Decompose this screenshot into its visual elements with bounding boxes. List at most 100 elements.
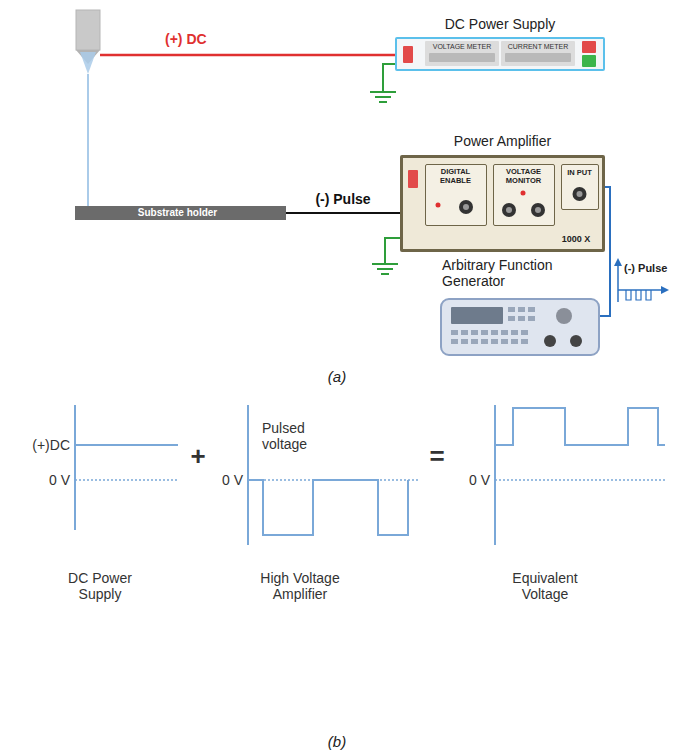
pulse-icon-train	[626, 290, 651, 300]
ground-symbol	[372, 264, 398, 274]
panel-letter: (a)	[317, 368, 357, 385]
device-title: Arbitrary Function Generator	[442, 257, 582, 289]
axis-value: (+)DC	[10, 437, 70, 453]
graph-caption: Equivalent Voltage	[499, 570, 591, 602]
graph-caption: High Voltage Amplifier	[244, 570, 356, 602]
power-switch	[403, 46, 413, 63]
key	[508, 316, 515, 321]
ground-symbol	[370, 92, 396, 102]
key	[518, 316, 525, 321]
jack-hole	[506, 207, 512, 213]
jack-hole	[463, 204, 469, 210]
voltage-meter	[425, 41, 499, 66]
key	[518, 307, 525, 312]
key	[511, 339, 518, 344]
operator: =	[422, 442, 452, 472]
axis-value: 0 V	[203, 472, 243, 488]
pulse-icon-arrow	[661, 286, 669, 294]
enable-panel: DIGITAL ENABLE	[425, 164, 487, 226]
power-switch	[408, 170, 418, 188]
jack	[544, 335, 556, 347]
device-details	[397, 39, 603, 69]
meter-label: VOLTAGE METER	[425, 43, 499, 51]
key	[461, 330, 468, 335]
pulse-icon-arrow	[614, 258, 622, 266]
gain-label: 1000 X	[553, 234, 599, 244]
knob	[556, 308, 572, 324]
key	[481, 339, 488, 344]
key	[471, 339, 478, 344]
function-generator: Arbitrary Function Generator	[440, 298, 600, 356]
key	[481, 330, 488, 335]
axis	[494, 405, 496, 545]
jack	[573, 187, 587, 201]
axis	[74, 405, 76, 530]
pulse-waveform	[248, 480, 408, 535]
pulse-icon-axis	[617, 262, 619, 302]
power-supply: DC Power SupplyVOLTAGE METERCURRENT METE…	[395, 37, 605, 71]
key	[451, 330, 458, 335]
signal-label: (-) Pulse	[624, 262, 674, 275]
display	[451, 307, 503, 324]
jack-hole	[577, 191, 583, 197]
graph-caption: DC Power Supply	[54, 570, 146, 602]
jack	[502, 203, 516, 217]
pulse-wire	[286, 212, 400, 214]
axis	[247, 405, 249, 545]
key	[521, 339, 528, 344]
key	[501, 330, 508, 335]
jack	[570, 335, 582, 347]
dc-level	[75, 444, 178, 446]
panel-label: DIGITAL ENABLE	[429, 168, 482, 185]
trace-label: Pulsed voltage	[262, 420, 334, 452]
ground-wire	[383, 64, 395, 92]
jack	[459, 200, 473, 214]
device-title: DC Power Supply	[397, 16, 603, 32]
key	[511, 330, 518, 335]
jack	[531, 203, 545, 217]
key	[528, 316, 535, 321]
key	[451, 339, 458, 344]
device-title: Power Amplifier	[403, 133, 602, 149]
key	[521, 330, 528, 335]
axis-value: 0 V	[30, 472, 70, 488]
current-meter	[501, 41, 575, 66]
meter-label: CURRENT METER	[501, 43, 575, 51]
key	[471, 330, 478, 335]
green-button	[582, 55, 596, 67]
indicator-led	[521, 191, 526, 196]
key	[461, 339, 468, 344]
needle-body	[76, 10, 100, 50]
equivalent-waveform	[495, 408, 665, 445]
panel-label: VOLTAGE MONITOR	[497, 168, 550, 185]
panel-letter: (b)	[317, 733, 357, 750]
power-amplifier: Power Amplifier1000 XDIGITAL ENABLEVOLTA…	[400, 155, 605, 252]
red-button	[582, 41, 596, 53]
axis-value: 0 V	[450, 472, 490, 488]
indicator-led	[436, 203, 441, 208]
monitor-panel: VOLTAGE MONITOR	[493, 164, 555, 226]
substrate-holder: Substrate holder	[75, 206, 286, 220]
device-details	[442, 300, 598, 354]
zero-line	[75, 479, 178, 481]
wire-label: (-) Pulse	[315, 191, 370, 207]
dc-wire	[100, 54, 395, 57]
meter-display	[429, 53, 495, 62]
key	[528, 307, 535, 312]
meter-display	[505, 53, 571, 62]
key	[508, 307, 515, 312]
part-label: Substrate holder	[75, 206, 280, 220]
input-panel: IN PUT	[561, 164, 599, 210]
key	[491, 330, 498, 335]
wire-label: (+) DC	[165, 31, 245, 47]
zero-line	[495, 479, 665, 481]
jack-hole	[535, 207, 541, 213]
operator: +	[183, 442, 213, 472]
jet	[87, 74, 89, 206]
key	[491, 339, 498, 344]
panel-label: IN PUT	[563, 169, 596, 178]
key	[501, 339, 508, 344]
ground-wire	[385, 238, 400, 264]
